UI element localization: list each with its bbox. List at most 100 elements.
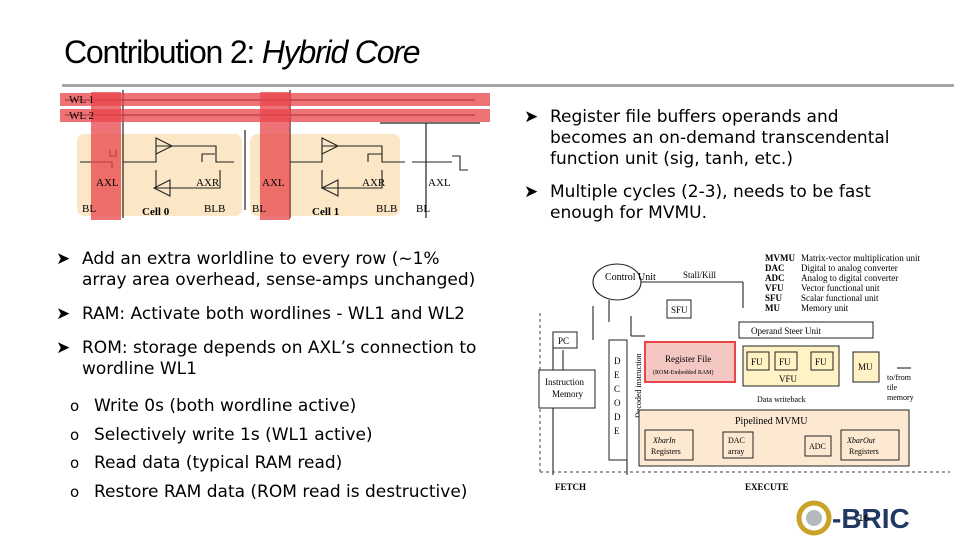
cell1-axr-label: AXR [362,177,386,189]
bl0-highlight [91,92,121,220]
decode-letter: D [614,412,621,422]
cell0-blb-label: BLB [204,203,225,215]
cell1-bl-label: BL [252,203,266,215]
legend-abbr: ADC [765,273,785,283]
title-prefix: Contribution 2: [64,34,262,70]
cell1-name: Cell 1 [312,206,339,218]
sfu-label: SFU [671,305,688,315]
left-bullet-list: ➤Add an extra worldline to every row (~1… [56,249,526,380]
fu-label: FU [815,357,827,367]
dac-array-box [722,431,754,459]
fu-label: FU [779,357,791,367]
tail-axl-label: AXL [428,177,451,189]
legend: MVMU Matrix-vector multiplication unit D… [765,253,920,313]
operand-steer-box [738,321,874,339]
data-writeback-label: Data writeback [757,395,806,404]
tail-bl-label: BL [416,203,430,215]
circle-bullet-icon: o [70,482,80,501]
legend-desc: Digital to analog converter [801,263,898,273]
fu-box-1 [746,351,770,371]
logo-text: -BRIC [832,503,910,534]
adc-label: ADC [809,442,826,451]
sfu-box [666,299,692,319]
arrow-bullet-icon: ➤ [524,182,539,202]
arrow-bullet-icon: ➤ [56,249,71,269]
legend-abbr: VFU [765,283,784,293]
c-bric-logo-mark: -BRIC [796,500,910,536]
slide-title: Contribution 2: Hybrid Core [64,34,421,71]
cell1-blb-label: BLB [376,203,397,215]
pipelined-mvmu-label: Pipelined MVMU [735,416,808,427]
cell0-axr-label: AXR [196,177,220,189]
decode-label: D E C O D E [614,356,621,436]
dac-label-1: DAC [728,436,745,445]
circle-bullet-icon: o [70,397,80,415]
circle-bullet-icon: o [70,425,80,444]
instruction-memory-label-1: Instruction [545,377,584,387]
title-rule [62,84,954,87]
arrow-bullet-icon: ➤ [56,338,71,358]
tile-memory-label-1: to/from [887,373,912,382]
xbar-out-box [840,429,900,461]
title-emphasis: Hybrid Core [261,34,421,70]
tile-memory-label-3: memory [887,393,914,402]
legend-desc: Scalar functional unit [801,293,879,303]
xbar-in-label-1: XbarIn [652,436,676,445]
logo-circle [796,500,832,536]
decode-letter: E [614,426,620,436]
left-bullet-3: ➤ROM: storage depends on AXL’s connectio… [56,338,477,379]
stall-kill-label: Stall/Kill [683,270,717,280]
decoded-instruction-label: Decoded instruction [634,353,643,418]
legend-desc: Vector functional unit [801,283,880,293]
decode-box [608,339,628,461]
xbar-in-box [644,429,694,461]
legend-abbr: SFU [765,293,783,303]
arrow-bullet-icon: ➤ [524,107,539,127]
logo-inner [806,510,822,526]
c-bric-logo: -BRIC [796,500,956,536]
xbar-out-label-2: Registers [849,447,879,456]
instruction-memory-box [538,369,596,409]
wl2-label: WL 2 [69,110,94,122]
cell0-axl-label: AXL [96,177,119,189]
decode-letter: E [614,370,620,380]
cell0-bl-label: BL [82,203,96,215]
fu-box-3 [810,351,834,371]
circle-bullet-icon: o [70,454,80,472]
execute-label: EXECUTE [745,482,789,492]
decode-letter: O [614,398,621,408]
instruction-memory-label-2: Memory [552,389,583,399]
pc-label: PC [558,336,569,346]
legend-abbr: MU [765,303,780,313]
register-file-box [644,341,736,383]
sram-circuit-diagram: WL 1 WL 2 AXL AXR BL Cell 0 BLB AXL AXR … [60,90,490,220]
xbar-out-label-1: XbarOut [846,436,876,445]
cell0-name: Cell 0 [142,206,170,218]
tile-memory-label-2: tile [887,383,898,392]
arrow-bullet-icon: ➤ [56,304,71,324]
core-architecture-diagram: MVMU Matrix-vector multiplication unit D… [538,253,950,492]
legend-abbr: MVMU [765,253,795,263]
adc-box [804,435,832,457]
left-bullet-2: ➤RAM: Activate both wordlines - WL1 and … [56,304,465,324]
fu-label: FU [751,357,763,367]
dac-label-2: array [728,447,744,456]
decode-letter: C [614,384,620,394]
legend-abbr: DAC [765,263,785,273]
operand-steer-label: Operand Steer Unit [751,326,821,336]
fu-box-2 [774,351,798,371]
page-number: 16 [858,514,870,524]
pc-box [552,331,578,349]
bl1-highlight [260,92,290,220]
legend-desc: Analog to digital converter [801,273,898,283]
control-unit-label: Control Unit [605,272,656,283]
mu-label: MU [858,362,873,372]
